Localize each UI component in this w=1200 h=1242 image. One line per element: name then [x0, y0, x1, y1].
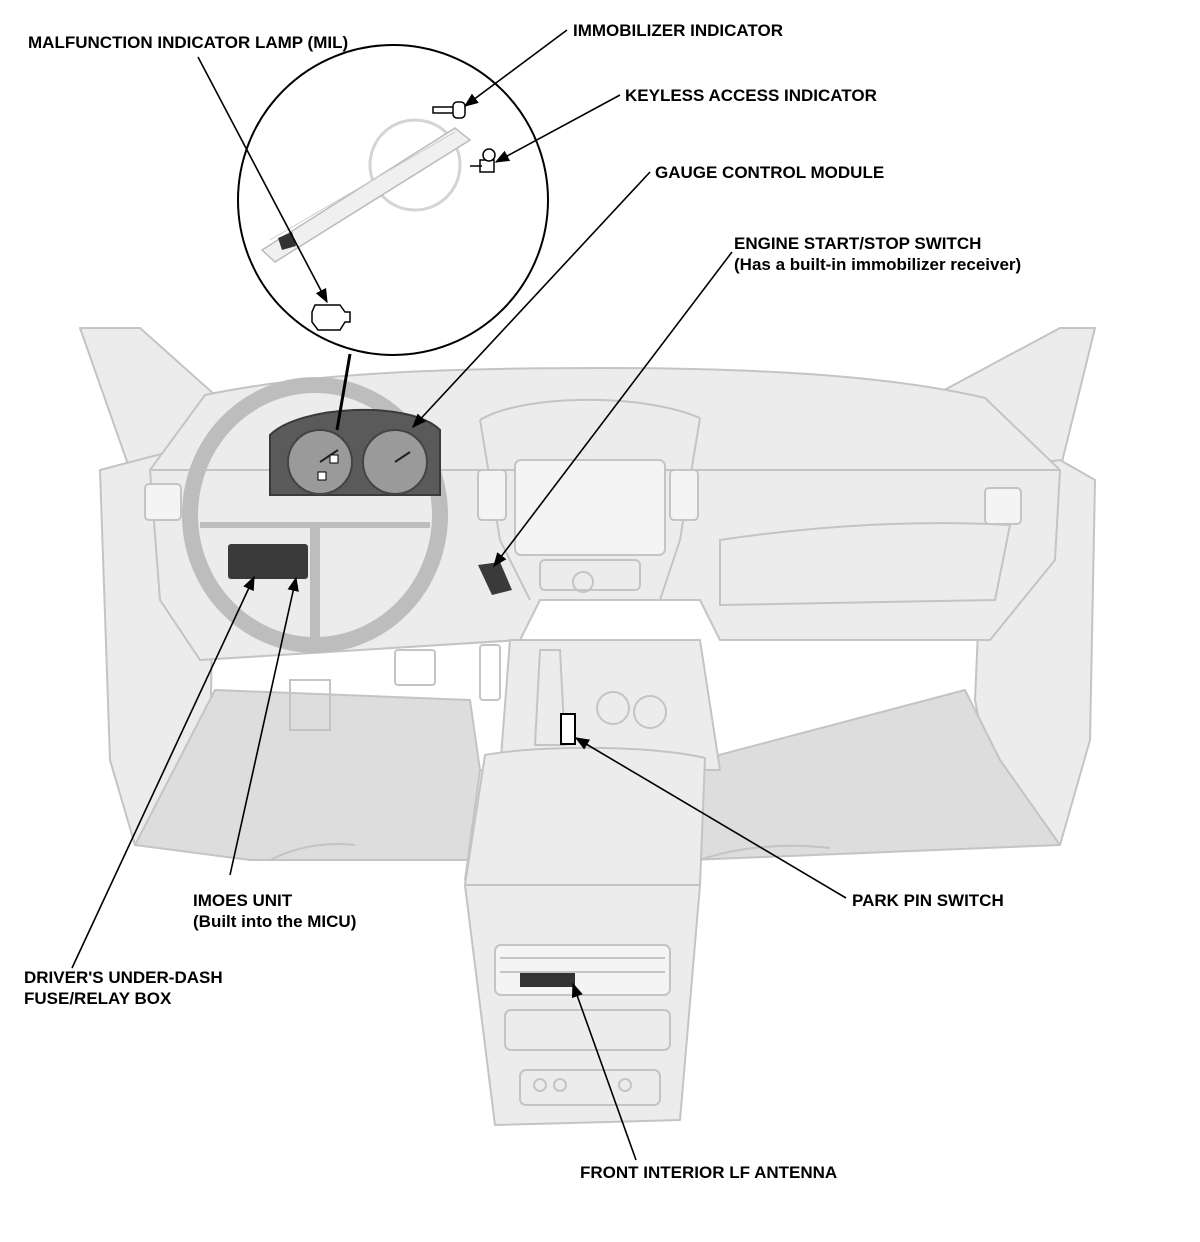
imoes-unit-line1: IMOES UNIT [193, 891, 293, 910]
components [228, 544, 576, 987]
park-pin-switch-text: PARK PIN SWITCH [852, 891, 1004, 910]
zoom-connector [335, 353, 352, 431]
engine-start-stop-switch-label: ENGINE START/STOP SWITCH (Has a built-in… [734, 233, 1021, 275]
engine-start-stop-switch-line2: (Has a built-in immobilizer receiver) [734, 255, 1022, 274]
mil-label: MALFUNCTION INDICATOR LAMP (MIL) [28, 32, 348, 53]
zoom-detail-circle [237, 44, 549, 356]
park-pin-switch-unit [560, 713, 576, 745]
immobilizer-indicator-label: IMMOBILIZER INDICATOR [573, 20, 783, 41]
front-interior-lf-antenna-label: FRONT INTERIOR LF ANTENNA [580, 1162, 837, 1183]
interior-outline [79, 327, 1096, 1126]
under-dash-fuse-box-label: DRIVER'S UNDER-DASH FUSE/RELAY BOX [24, 967, 223, 1009]
lower-dash [149, 469, 1061, 661]
rear-console [464, 884, 701, 1126]
front-interior-lf-antenna-unit [520, 973, 575, 987]
gauge-control-module-label: GAUGE CONTROL MODULE [655, 162, 884, 183]
keyless-access-indicator-text: KEYLESS ACCESS INDICATOR [625, 86, 877, 105]
gauge-cluster [269, 408, 441, 496]
armrest [464, 746, 706, 886]
under-dash-fuse-box-line1: DRIVER'S UNDER-DASH [24, 968, 223, 987]
engine-start-stop-switch-unit [478, 562, 512, 595]
park-pin-switch-label: PARK PIN SWITCH [852, 890, 1004, 911]
engine-start-stop-switch-line1: ENGINE START/STOP SWITCH [734, 234, 982, 253]
leader-lines [71, 29, 847, 1161]
steering-wheel [182, 377, 448, 653]
front-interior-lf-antenna-text: FRONT INTERIOR LF ANTENNA [580, 1163, 838, 1182]
imoes-micu-unit [228, 544, 308, 579]
imoes-unit-label: IMOES UNIT (Built into the MICU) [193, 890, 356, 932]
keyless-access-indicator-label: KEYLESS ACCESS INDICATOR [625, 85, 877, 106]
gauge-control-module-text: GAUGE CONTROL MODULE [655, 163, 885, 182]
immobilizer-indicator-text: IMMOBILIZER INDICATOR [573, 21, 783, 40]
mil-label-text: MALFUNCTION INDICATOR LAMP (MIL) [28, 33, 349, 52]
check-engine-icon [311, 304, 351, 331]
interior-details [144, 398, 1022, 1106]
imoes-unit-line2: (Built into the MICU) [193, 912, 357, 931]
under-dash-fuse-box-line2: FUSE/RELAY BOX [24, 989, 172, 1008]
immobilizer-key-icon [432, 101, 466, 119]
